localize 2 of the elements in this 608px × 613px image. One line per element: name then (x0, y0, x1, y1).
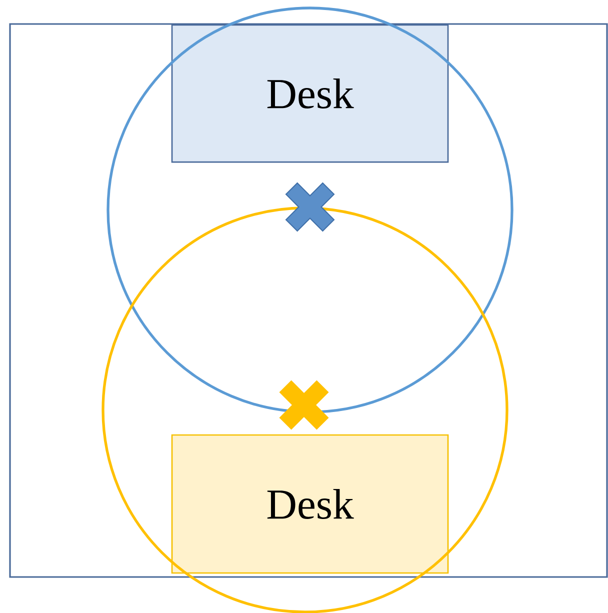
desk-box: Desk (171, 24, 449, 163)
desk-box: Desk (171, 434, 449, 574)
